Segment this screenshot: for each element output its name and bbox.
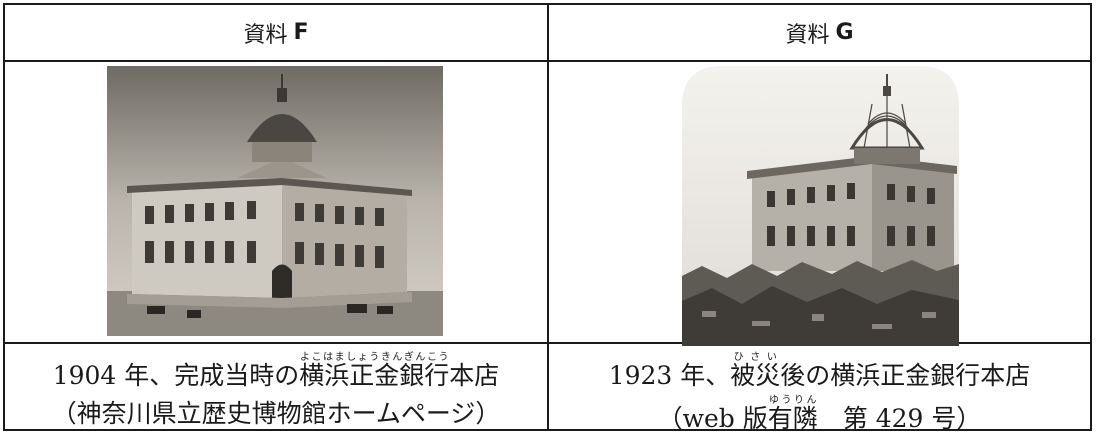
caption-divider xyxy=(5,342,1090,344)
ruby-yurin: 有隣ゆうりん xyxy=(767,395,818,433)
ruby-yokohama-specie-bank: 横浜正金銀行よこはましょうきんぎんこう xyxy=(299,352,450,390)
header-material-g: 資料 G xyxy=(549,5,1090,60)
bank-building-1923-ruins-photo xyxy=(682,66,959,346)
header-letter: G xyxy=(835,20,854,45)
header-material-f: 資料 F xyxy=(5,5,547,60)
caption-line-1: 1904 年、完成当時の横浜正金銀行よこはましょうきんぎんこう本店 xyxy=(52,352,500,390)
header-label: 資料 xyxy=(243,22,288,48)
caption-g: 1923 年、被災ひさい後の横浜正金銀行本店 （web 版有隣ゆうりん 第 42… xyxy=(549,344,1090,433)
caption-f: 1904 年、完成当時の横浜正金銀行よこはましょうきんぎんこう本店 （神奈川県立… xyxy=(5,344,547,429)
header-divider xyxy=(5,60,1090,62)
photo-cell-g xyxy=(549,62,1090,346)
bank-building-1904-photo xyxy=(107,66,443,336)
caption-line-2: （神奈川県立歴史博物館ホームページ） xyxy=(51,399,501,428)
header-letter: F xyxy=(293,20,309,45)
header-label: 資料 xyxy=(785,22,830,48)
caption-line-1: 1923 年、被災ひさい後の横浜正金銀行本店 xyxy=(608,352,1031,390)
column-divider xyxy=(547,5,549,429)
materials-table: 資料 F 資料 G xyxy=(3,3,1092,433)
photo-cell-f xyxy=(5,62,547,342)
caption-line-2: （web 版有隣ゆうりん 第 429 号） xyxy=(657,395,982,433)
ruby-hisai: 被災ひさい xyxy=(730,352,781,390)
